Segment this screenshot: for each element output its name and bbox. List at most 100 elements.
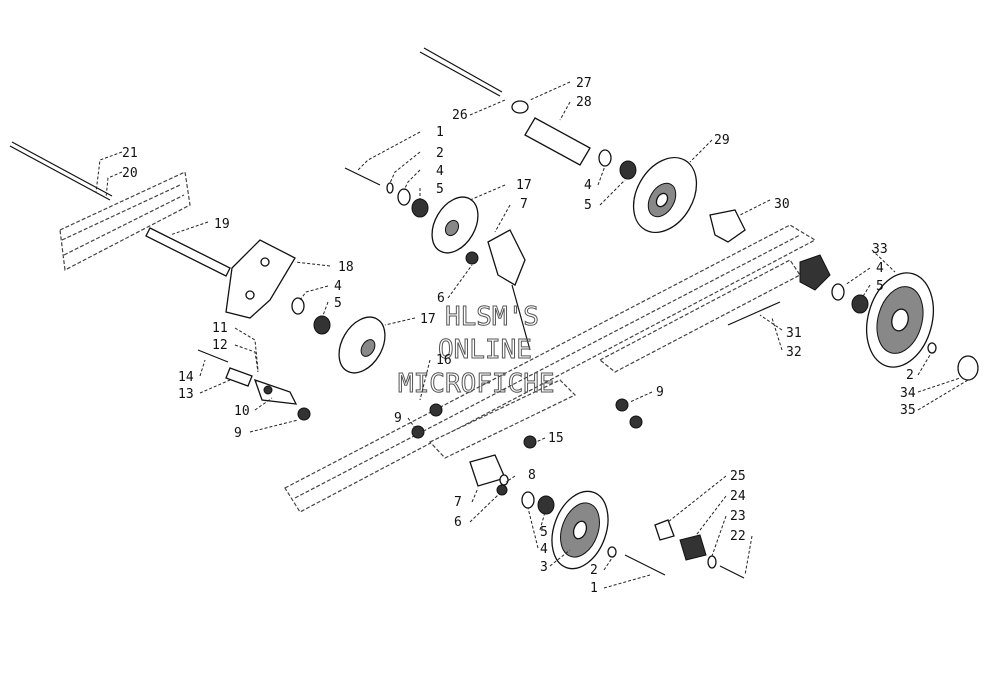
idler-wheel-17-upper <box>431 196 479 254</box>
bolt-22 <box>719 565 745 579</box>
callout-4-right: 4 <box>876 261 884 276</box>
callout-32: 32 <box>786 345 802 360</box>
callout-33: 33 <box>872 242 888 257</box>
callout-10: 10 <box>234 404 250 419</box>
bearing-5-right <box>851 294 869 314</box>
callout-11: 11 <box>212 321 228 336</box>
idler-wheel-17-lower <box>338 316 386 374</box>
left-rail <box>59 171 191 271</box>
callout-2-lower: 2 <box>590 563 598 578</box>
washer-4-left <box>291 297 305 315</box>
callout-1-upper: 1 <box>436 125 444 140</box>
callout-5-upper-right: 5 <box>584 198 592 213</box>
washer-4-right <box>831 283 845 301</box>
callout-4-lower: 4 <box>540 542 548 557</box>
callout-1-lower: 1 <box>590 581 598 596</box>
nut-9-mid2 <box>411 425 425 439</box>
callout-4-left: 4 <box>334 279 342 294</box>
callout-3: 3 <box>540 560 548 575</box>
leader-7-to-rail <box>511 284 531 351</box>
hub-30 <box>709 209 831 291</box>
watermark-line-2: ONLINE <box>438 335 532 365</box>
nut-9-right2 <box>629 415 643 429</box>
bearing-5-lower <box>537 495 555 515</box>
callout-22: 22 <box>730 529 746 544</box>
callout-34: 34 <box>900 386 916 401</box>
callout-18: 18 <box>338 260 354 275</box>
washer-4-upper-right <box>598 149 612 167</box>
sleeve-13 <box>225 367 253 387</box>
bearing-5-left <box>313 315 331 335</box>
callout-7-upper: 7 <box>520 197 528 212</box>
wheel-3 <box>551 490 609 570</box>
callout-5-left: 5 <box>334 296 342 311</box>
callout-19: 19 <box>214 217 230 232</box>
callout-27: 27 <box>576 76 592 91</box>
callout-16: 16 <box>436 353 452 368</box>
bearing-5-upper <box>411 198 429 218</box>
washer-8 <box>499 474 509 486</box>
bolt-1-lower <box>624 554 666 576</box>
bolt-14 <box>197 349 229 363</box>
cap-34 <box>957 355 979 381</box>
washer-2-lower <box>607 546 617 558</box>
arm-7-upper <box>465 229 526 286</box>
washer-2-right <box>927 342 937 354</box>
callout-30: 30 <box>774 197 790 212</box>
callout-6-upper: 6 <box>437 291 445 306</box>
watermark-line-3: MICROFICHE <box>398 369 555 399</box>
callout-5-upper: 5 <box>436 182 444 197</box>
washer-4-upper <box>397 188 411 206</box>
callout-29: 29 <box>714 133 730 148</box>
watermark: HLSM'S ONLINE MICROFICHE <box>398 302 556 400</box>
main-slide-rail <box>284 224 817 513</box>
callout-6-lower: 6 <box>454 515 462 530</box>
callout-26: 26 <box>452 108 468 123</box>
callout-28: 28 <box>576 95 592 110</box>
washer-27 <box>511 100 529 114</box>
callout-9-right: 9 <box>656 385 664 400</box>
callout-8: 8 <box>528 468 536 483</box>
callout-4-upper-right: 4 <box>584 178 592 193</box>
callout-23: 23 <box>730 509 746 524</box>
callout-7-lower: 7 <box>454 495 462 510</box>
callout-21: 21 <box>122 146 138 161</box>
callout-13: 13 <box>178 387 194 402</box>
nut-9-left <box>297 407 311 421</box>
callout-20: 20 <box>122 166 138 181</box>
callout-17-lower: 17 <box>420 312 436 327</box>
callout-17-upper: 17 <box>516 178 532 193</box>
callout-5-right: 5 <box>876 279 884 294</box>
callout-2-upper: 2 <box>436 146 444 161</box>
washer-23 <box>707 555 717 569</box>
spacer-25 <box>654 519 675 541</box>
axle-tube-19 <box>145 227 231 277</box>
callout-4-upper: 4 <box>436 164 444 179</box>
bolt-1-upper <box>344 167 381 186</box>
washer-4-lower <box>521 491 535 509</box>
callout-12: 12 <box>212 338 228 353</box>
callout-labels: 1 2 4 5 17 7 6 21 20 19 18 4 5 17 11 12 … <box>122 76 916 596</box>
arm-7-lower <box>469 454 508 496</box>
bolt-31 <box>727 301 781 326</box>
wheel-33 <box>866 272 934 368</box>
callout-5-lower: 5 <box>540 525 548 540</box>
callout-14: 14 <box>178 370 194 385</box>
callout-9-mid: 9 <box>394 411 402 426</box>
callout-24: 24 <box>730 489 746 504</box>
watermark-line-1: HLSM'S <box>445 302 539 332</box>
bearing-5-upper-right <box>619 160 637 180</box>
callout-31: 31 <box>786 326 802 341</box>
shaft-26 <box>419 47 503 97</box>
long-shaft-21 <box>9 141 113 201</box>
block-24 <box>679 534 707 561</box>
callout-2-right: 2 <box>906 368 914 383</box>
nut-9-mid <box>429 403 443 417</box>
callout-35: 35 <box>900 403 916 418</box>
idler-wheel-29 <box>632 156 698 234</box>
nut-9-right <box>615 398 629 412</box>
callout-25: 25 <box>730 469 746 484</box>
bracket-10 <box>253 378 298 405</box>
bracket-18 <box>225 239 296 319</box>
